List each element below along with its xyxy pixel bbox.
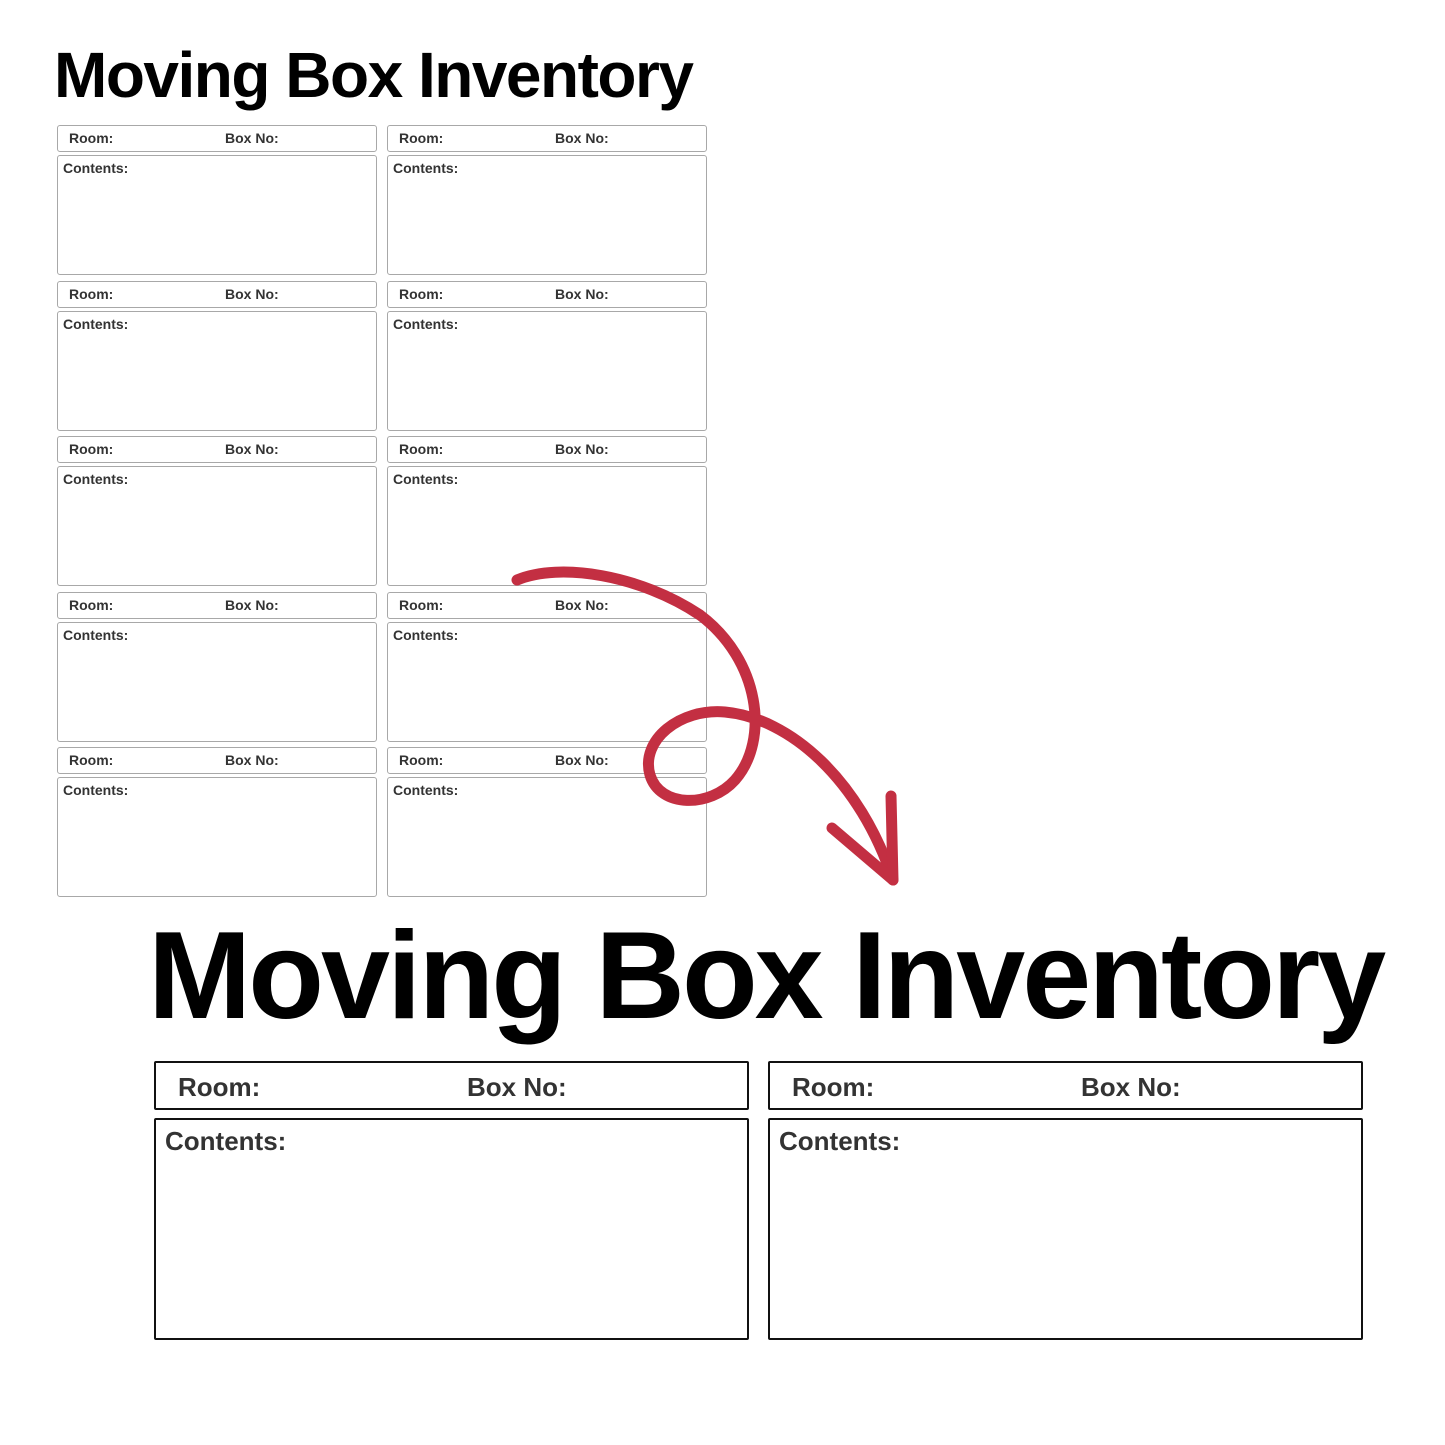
preview-cell-header[interactable]: Room: Box No:: [57, 125, 377, 152]
box-no-label: Box No:: [225, 441, 279, 457]
room-label: Room:: [69, 130, 114, 146]
room-label: Room:: [399, 285, 444, 302]
box-no-label: Box No:: [467, 1072, 567, 1102]
box-no-label: Box No:: [555, 441, 609, 457]
contents-label: Contents:: [393, 315, 459, 332]
detail-cell-contents[interactable]: Contents:: [154, 1118, 749, 1340]
box-no-label: Box No:: [225, 596, 279, 613]
room-label: Room:: [399, 596, 444, 613]
contents-label: Contents:: [393, 160, 459, 176]
preview-cell-header[interactable]: Room: Box No:: [57, 591, 377, 619]
room-label: Room:: [399, 441, 444, 457]
preview-cell-contents[interactable]: Contents:: [57, 621, 377, 742]
preview-cell-contents[interactable]: Contents:: [387, 466, 707, 586]
room-label: Room:: [69, 596, 114, 613]
contents-label: Contents:: [779, 1126, 901, 1156]
preview-cell-header[interactable]: Room: Box No:: [387, 125, 707, 152]
preview-cell-header[interactable]: Room: Box No:: [387, 436, 707, 463]
preview-cell-contents[interactable]: Contents:: [57, 777, 377, 897]
contents-label: Contents:: [63, 471, 129, 487]
room-label: Room:: [399, 752, 444, 768]
room-label: Room:: [178, 1072, 261, 1102]
box-no-label: Box No:: [555, 596, 609, 613]
room-label: Room:: [792, 1072, 875, 1102]
preview-cell-contents[interactable]: Contents:: [57, 310, 377, 431]
room-label: Room:: [399, 130, 444, 146]
contents-label: Contents:: [393, 782, 459, 798]
preview-title: Moving Box Inventory: [54, 39, 694, 111]
detail-title: Moving Box Inventory: [148, 907, 1386, 1045]
box-no-label: Box No:: [555, 752, 609, 768]
contents-label: Contents:: [63, 160, 129, 176]
box-no-label: Box No:: [1081, 1072, 1181, 1102]
box-no-label: Box No:: [555, 285, 609, 302]
contents-label: Contents:: [63, 782, 129, 798]
preview-cell-header[interactable]: Room: Box No:: [57, 436, 377, 463]
contents-label: Contents:: [393, 471, 459, 487]
preview-cell-contents[interactable]: Contents:: [387, 621, 707, 742]
arrowhead: [826, 790, 899, 886]
preview-cell-contents[interactable]: Contents:: [387, 310, 707, 431]
box-no-label: Box No:: [225, 752, 279, 768]
room-label: Room:: [69, 752, 114, 768]
preview-cell-contents[interactable]: Contents:: [387, 155, 707, 275]
detail-cell-header[interactable]: Room: Box No:: [768, 1061, 1363, 1110]
preview-cell-contents[interactable]: Contents:: [57, 466, 377, 586]
contents-label: Contents:: [165, 1126, 287, 1156]
contents-label: Contents:: [63, 315, 129, 332]
room-label: Room:: [69, 285, 114, 302]
room-label: Room:: [69, 441, 114, 457]
contents-label: Contents:: [393, 626, 459, 643]
box-no-label: Box No:: [225, 285, 279, 302]
preview-cell-header[interactable]: Room: Box No:: [57, 280, 377, 308]
preview-cell-header[interactable]: Room: Box No:: [387, 747, 707, 774]
contents-label: Contents:: [63, 626, 129, 643]
preview-cell-header[interactable]: Room: Box No:: [387, 280, 707, 308]
preview-cell-header[interactable]: Room: Box No:: [387, 591, 707, 619]
preview-cell-contents[interactable]: Contents:: [387, 777, 707, 897]
preview-cell-header[interactable]: Room: Box No:: [57, 747, 377, 774]
detail-cell-contents[interactable]: Contents:: [768, 1118, 1363, 1340]
preview-cell-contents[interactable]: Contents:: [57, 155, 377, 275]
box-no-label: Box No:: [225, 130, 279, 146]
detail-cell-header[interactable]: Room: Box No:: [154, 1061, 749, 1110]
box-no-label: Box No:: [555, 130, 609, 146]
